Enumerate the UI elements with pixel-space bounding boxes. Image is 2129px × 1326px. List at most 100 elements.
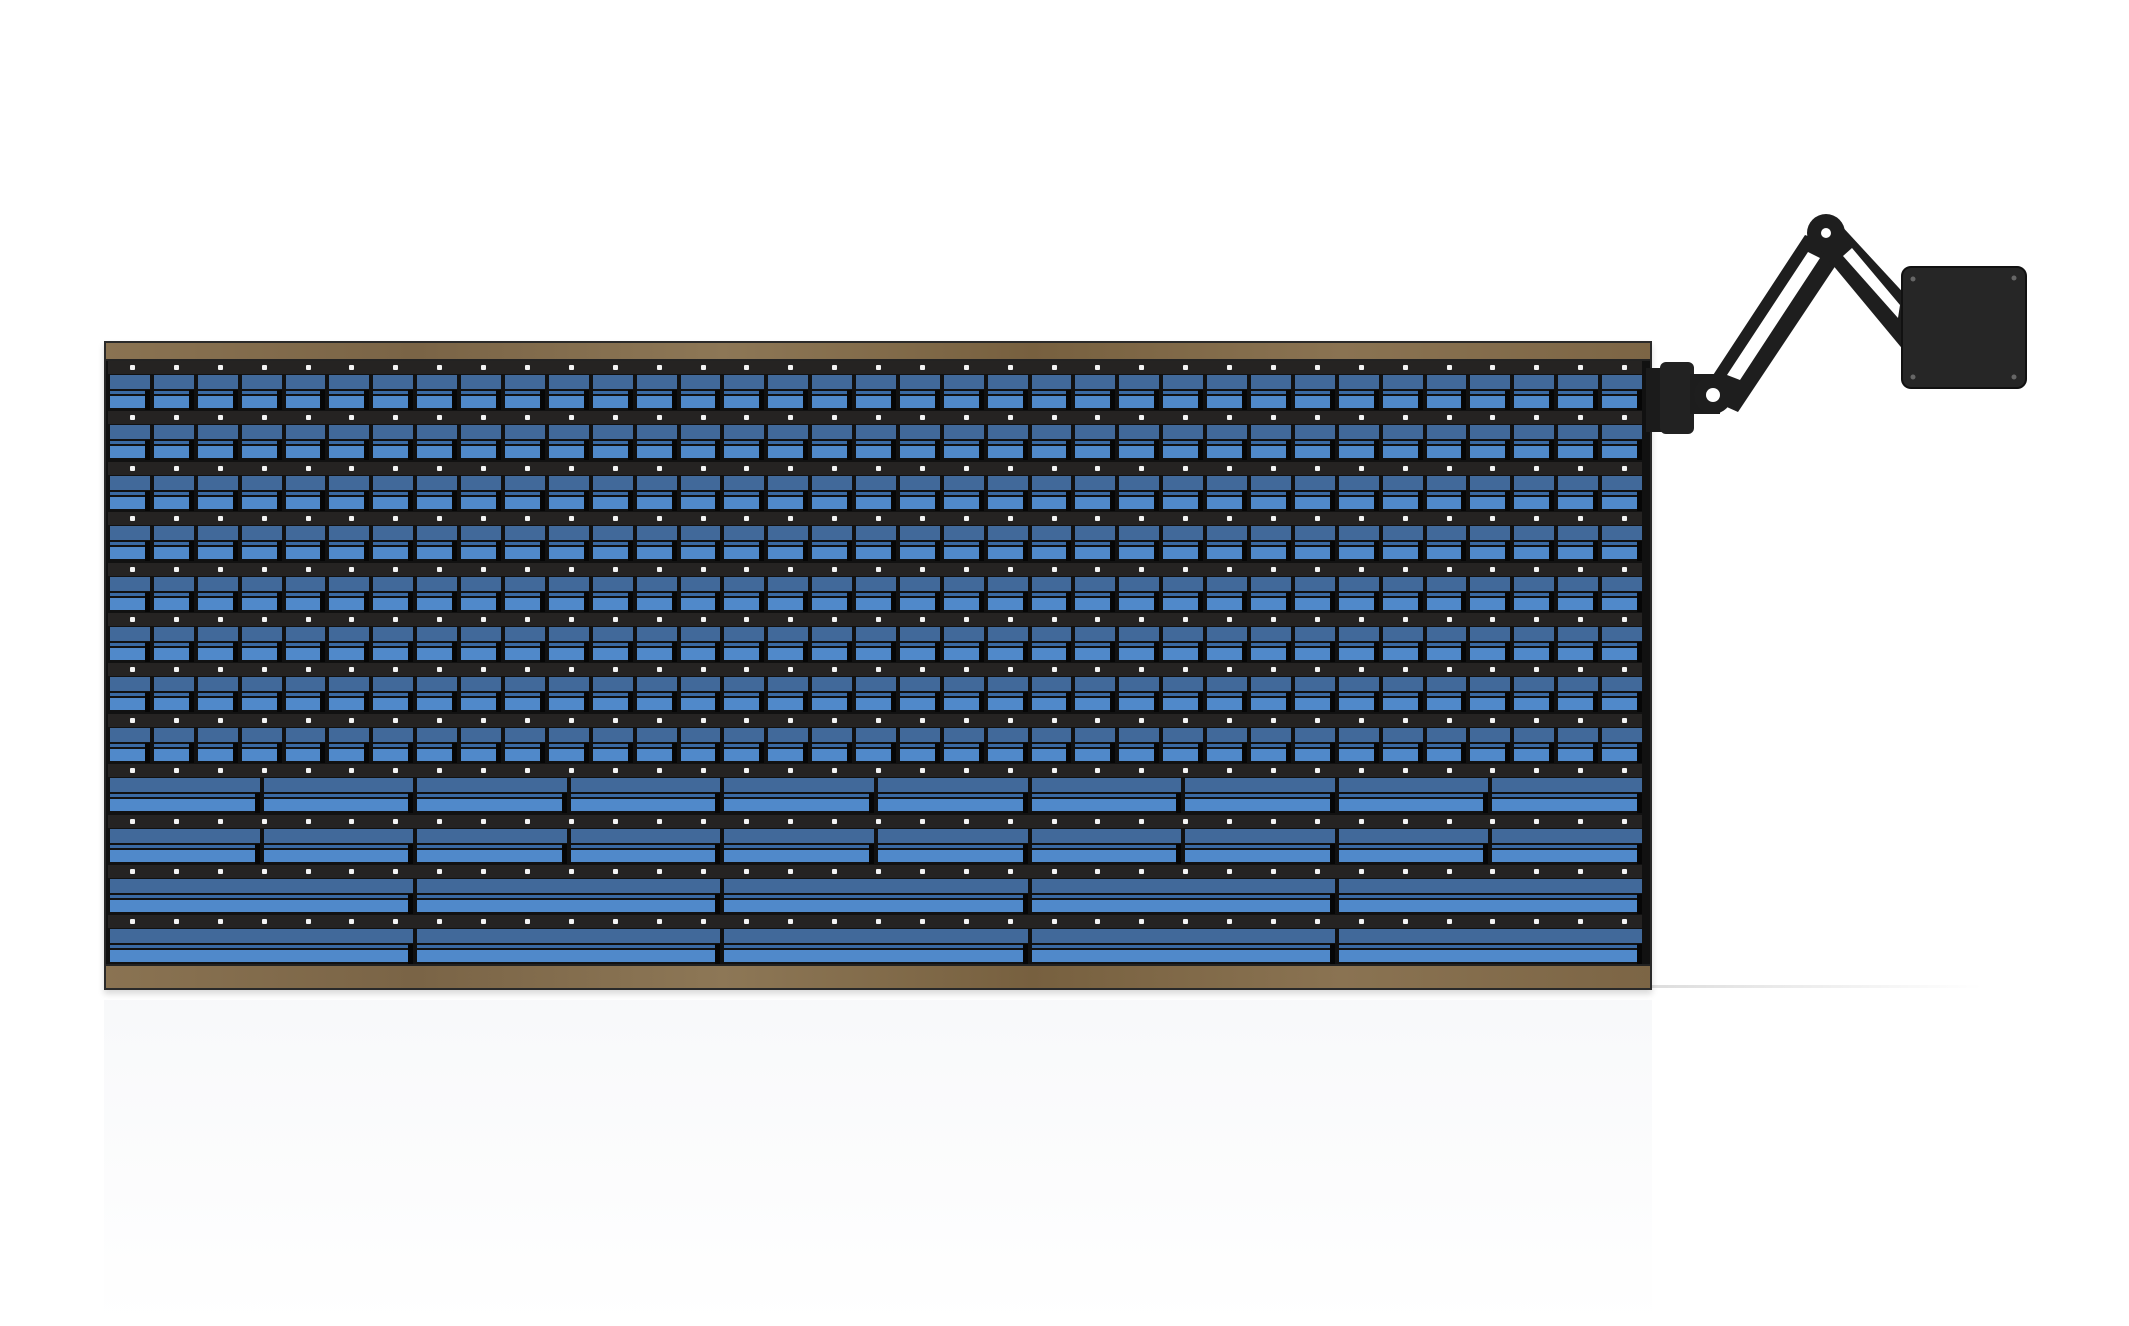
bin-lid xyxy=(197,425,238,440)
bin-lid xyxy=(592,375,633,389)
storage-bin xyxy=(285,475,326,511)
peg-hole xyxy=(481,465,487,471)
storage-bin xyxy=(1163,425,1204,461)
bin-lid xyxy=(1382,375,1423,389)
bin-div xyxy=(627,440,633,461)
bin-div xyxy=(715,541,721,562)
storage-bin xyxy=(1602,475,1642,511)
bin-front xyxy=(1294,446,1330,459)
bin-front xyxy=(1075,396,1111,408)
storage-bin xyxy=(504,375,545,410)
bin-div xyxy=(1066,490,1072,511)
peg-hole xyxy=(130,465,135,471)
peg-hole xyxy=(788,465,794,471)
bin-lip xyxy=(768,441,804,445)
bin-lip xyxy=(987,441,1023,445)
bin-lid xyxy=(1207,425,1248,440)
bin-front xyxy=(504,396,540,408)
peg-hole xyxy=(481,365,487,370)
bin-front xyxy=(241,547,277,560)
bin-front xyxy=(1602,396,1637,408)
bin-front xyxy=(461,547,496,560)
storage-bin xyxy=(1251,425,1291,461)
storage-bin xyxy=(768,375,809,410)
bin-lip xyxy=(680,391,716,394)
bin-lid xyxy=(1119,375,1160,389)
storage-bin xyxy=(1207,425,1248,461)
bin-div xyxy=(1549,390,1555,410)
storage-bin xyxy=(373,425,414,461)
bin-front xyxy=(1470,396,1506,408)
bin-div xyxy=(1505,390,1511,410)
bin-front xyxy=(636,547,672,560)
bin-front xyxy=(110,396,145,408)
storage-bin xyxy=(1251,375,1291,410)
bin-lid xyxy=(856,425,896,440)
storage-bin xyxy=(1207,475,1248,511)
wood-top-trim xyxy=(106,343,1650,361)
bin-lip xyxy=(1426,441,1462,445)
bin-front xyxy=(153,446,189,459)
peg-hole xyxy=(1358,465,1364,471)
bin-front xyxy=(1207,496,1243,509)
bin-front xyxy=(812,396,848,408)
peg-hole xyxy=(393,365,399,370)
bin-lid xyxy=(1294,475,1335,490)
peg-hole xyxy=(349,465,355,471)
bin-front xyxy=(329,396,365,408)
bin-div xyxy=(1549,440,1555,461)
peg-hole xyxy=(612,415,618,421)
peg-hole xyxy=(1227,516,1233,522)
bin-front xyxy=(241,446,277,459)
storage-bin xyxy=(1251,475,1291,511)
peg-hole xyxy=(788,365,794,370)
peg-hole xyxy=(876,365,882,370)
bin-front xyxy=(504,446,540,459)
peg-hole xyxy=(1534,365,1540,370)
bin-lip xyxy=(1163,491,1199,495)
storage-bin xyxy=(504,526,545,562)
peg-hole xyxy=(876,516,882,522)
bin-lip xyxy=(241,441,277,445)
bin-front xyxy=(153,547,189,560)
bin-lid xyxy=(856,375,896,389)
bin-lip xyxy=(987,391,1023,394)
bin-lip xyxy=(1470,491,1506,495)
bin-lip xyxy=(110,391,145,394)
peg-hole xyxy=(481,415,487,421)
storage-bin xyxy=(373,526,414,562)
bin-lid xyxy=(943,475,984,490)
bin-div xyxy=(144,490,150,511)
bin-lid xyxy=(1163,425,1204,440)
peg-hole xyxy=(1402,516,1408,522)
bin-lip xyxy=(548,491,584,495)
bin-lip xyxy=(1075,491,1111,495)
bin-div xyxy=(759,390,765,410)
bin-front xyxy=(110,496,145,509)
bin-lip xyxy=(153,391,189,394)
bin-lid xyxy=(680,425,721,440)
bin-lip xyxy=(1031,391,1067,394)
peg-hole xyxy=(437,516,443,522)
bin-front xyxy=(461,496,496,509)
peg-hole xyxy=(788,415,794,421)
bin-div xyxy=(539,390,545,410)
bin-lid xyxy=(504,475,545,490)
bin-div xyxy=(1285,440,1291,461)
peg-hole xyxy=(832,365,838,370)
peg-hole xyxy=(1578,415,1584,421)
bin-lid xyxy=(548,526,589,541)
bin-div xyxy=(276,541,282,562)
bin-front xyxy=(504,547,540,560)
bin-lip xyxy=(1382,491,1418,495)
bin-lid xyxy=(153,425,194,440)
peg-hole xyxy=(1227,415,1233,421)
peg-hole xyxy=(656,365,662,370)
bin-lid xyxy=(1514,375,1555,389)
bin-lip xyxy=(461,491,496,495)
storage-bin xyxy=(153,526,194,562)
bin-front xyxy=(1514,446,1550,459)
storage-bin xyxy=(899,475,940,511)
bin-front xyxy=(899,396,935,408)
bin-div xyxy=(276,440,282,461)
